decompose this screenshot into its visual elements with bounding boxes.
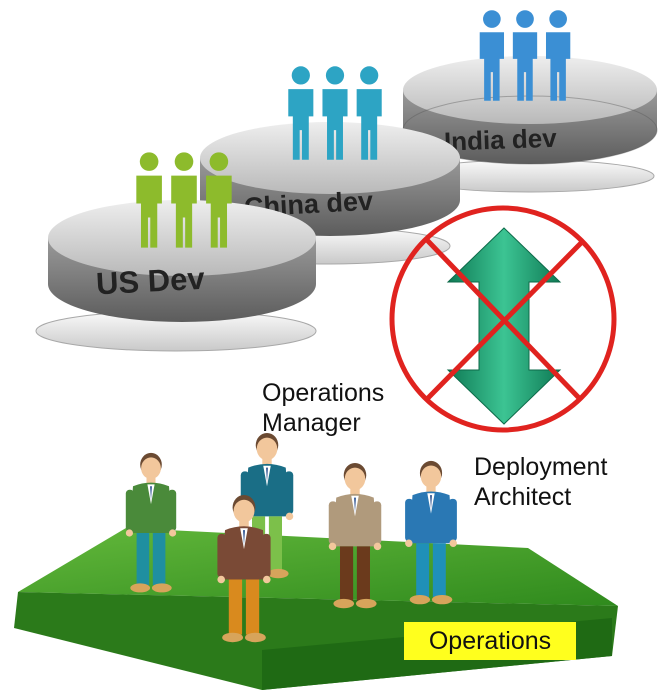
india-dev-platform (402, 56, 658, 193)
operations-manager-label: Operations Manager (262, 378, 384, 438)
deployment-architect-line1: Deployment (474, 453, 608, 481)
deployment-architect-label: Deployment Architect (474, 452, 607, 512)
operations-manager-line2: Manager (262, 409, 361, 437)
operations-platform (14, 528, 618, 690)
prohibited-icon (389, 205, 617, 433)
deployment-architect-line2: Architect (474, 483, 572, 511)
double-arrow-icon (446, 227, 562, 425)
operations-label: Operations (404, 622, 576, 660)
us-dev-label: US Dev (95, 261, 206, 302)
operations-manager-line1: Operations (262, 379, 385, 407)
blocked-link (389, 205, 617, 433)
india-dev-label: India dev (443, 123, 557, 157)
